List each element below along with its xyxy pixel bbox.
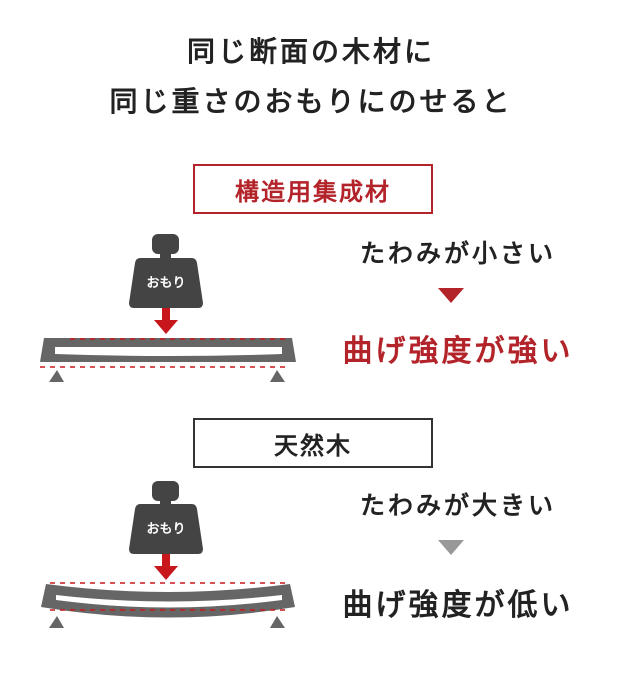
down-triangle-icon xyxy=(438,540,464,555)
support-triangle-icon xyxy=(270,616,285,628)
support-triangle-icon xyxy=(270,370,285,382)
strength-strong-text: 曲げ強度が強い xyxy=(342,334,574,369)
title-line-1: 同じ断面の木材に xyxy=(186,35,435,68)
support-triangle-icon xyxy=(49,616,64,628)
down-arrow-icon xyxy=(154,308,178,334)
weight-label: おもり xyxy=(146,522,185,537)
support-triangle-icon xyxy=(49,370,64,382)
label-natural-wood: 天然木 xyxy=(193,418,433,468)
down-arrow-icon xyxy=(154,554,178,580)
label-glulam: 構造用集成材 xyxy=(193,164,433,214)
beam-natural-wood xyxy=(41,582,295,618)
weight-icon xyxy=(129,481,203,554)
deflection-large-text: たわみが大きい xyxy=(359,491,556,520)
beam-glulam xyxy=(40,338,296,368)
strength-low-text: 曲げ強度が低い xyxy=(342,588,574,623)
weight-label: おもり xyxy=(146,276,185,291)
deflection-small-text: たわみが小さい xyxy=(359,239,556,268)
title-line-2: 同じ重さのおもりにのせると xyxy=(109,85,513,118)
down-triangle-icon xyxy=(438,288,464,303)
weight-icon xyxy=(129,234,203,308)
